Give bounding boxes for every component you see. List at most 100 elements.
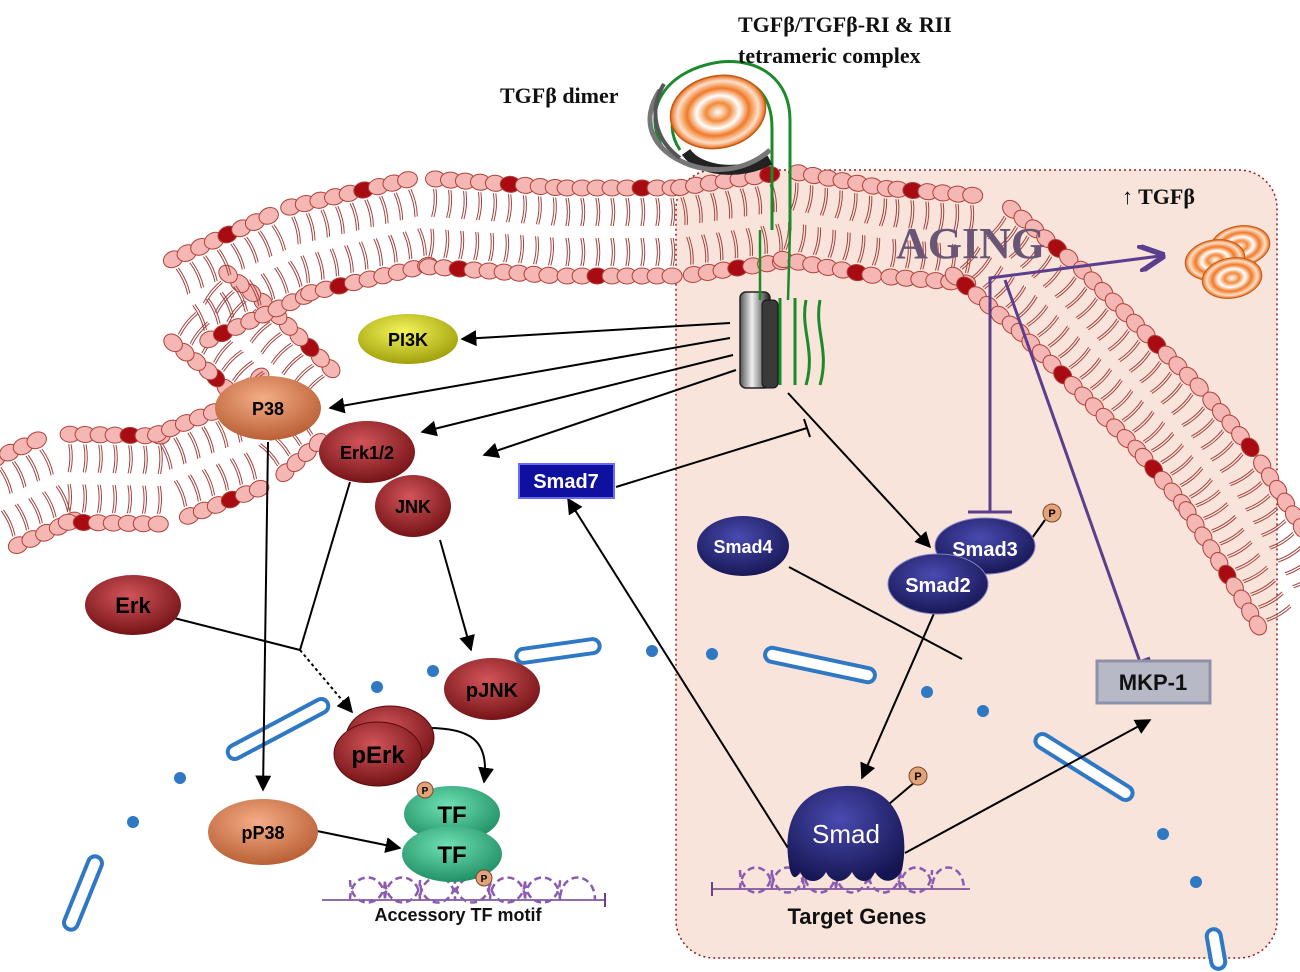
lipid-tail xyxy=(940,202,945,232)
lipid-tail xyxy=(961,247,981,270)
lipid-tail xyxy=(317,251,325,280)
lipid-tail xyxy=(430,228,435,258)
lipid-tail xyxy=(290,260,303,287)
lipid-tail xyxy=(194,304,207,330)
lipid-tail xyxy=(1190,479,1213,499)
vesicle xyxy=(62,854,104,932)
lipid-tail xyxy=(141,485,145,514)
lipid-tail xyxy=(864,195,871,224)
lipid-tail xyxy=(201,427,213,454)
lipid-tail xyxy=(1091,369,1113,391)
lipid-tail xyxy=(358,242,367,270)
lipid-tail xyxy=(1192,419,1215,439)
lipid-tail xyxy=(11,461,25,488)
lipid-tail xyxy=(84,484,87,513)
lipid-tail xyxy=(1220,529,1245,546)
lipid-tail xyxy=(829,230,836,258)
lipid-tail xyxy=(28,498,41,525)
lipid-tail xyxy=(1265,604,1291,620)
lipid-tail xyxy=(1139,361,1160,382)
lipid-tail xyxy=(762,225,768,254)
lipid-tail xyxy=(55,486,69,512)
lipid-tail xyxy=(0,467,13,493)
lipid-tail xyxy=(218,463,230,490)
lipid-tail xyxy=(1160,443,1183,463)
lipid-tail xyxy=(970,205,975,234)
lipid-tail xyxy=(612,237,616,267)
lipid-tail xyxy=(364,199,372,228)
tgfb-receptor-complex xyxy=(647,60,825,389)
lipid-tail xyxy=(1119,341,1141,363)
lipid-tail xyxy=(610,197,613,227)
lipid-tail xyxy=(97,444,101,473)
lipid-tail xyxy=(81,484,85,513)
lipid-tail xyxy=(754,186,760,215)
lipid-tail xyxy=(580,237,583,267)
lipid-tail xyxy=(115,445,118,474)
lipid-tail xyxy=(228,301,247,324)
lipid-head xyxy=(538,266,560,284)
tgfb-up-label: ↑ TGFβ xyxy=(1122,184,1195,209)
lipid-tail xyxy=(85,444,88,473)
lipid-tail xyxy=(1010,236,1030,259)
lipid-tail xyxy=(800,224,807,253)
lipid-tail xyxy=(69,484,73,513)
lipid-tail xyxy=(612,197,616,227)
lipid-tail xyxy=(1070,348,1091,370)
lipid-tail xyxy=(159,443,171,470)
lipid-tail xyxy=(550,197,555,226)
pp38-label: pP38 xyxy=(241,823,284,843)
lipid-tail xyxy=(657,197,661,227)
lipid-tail xyxy=(1228,542,1253,559)
lipid-tail xyxy=(815,227,822,256)
lipid-tail xyxy=(688,236,694,265)
smad7-label: Smad7 xyxy=(533,471,599,493)
lipid-tail xyxy=(219,292,233,319)
lipid-tail xyxy=(473,231,477,261)
lipid-tail xyxy=(308,212,316,241)
lipid-tail xyxy=(232,242,246,269)
lipid-tail xyxy=(114,485,117,514)
lipid-tail xyxy=(640,197,643,227)
lipid-tail xyxy=(1211,515,1236,531)
complex-label-line2: tetrameric complex xyxy=(738,43,921,68)
lipid-tail xyxy=(203,256,216,283)
lipid-tail xyxy=(179,313,199,336)
lipid-tail xyxy=(905,240,909,269)
lipid-tail xyxy=(790,182,797,211)
lipid-tail xyxy=(428,228,432,257)
lipid-tail xyxy=(1171,456,1194,476)
lipid-tail xyxy=(968,205,972,234)
lipid-tail xyxy=(1080,359,1102,380)
lipid-tail xyxy=(352,202,360,231)
lipid-tail xyxy=(538,196,542,225)
lipid-tail xyxy=(490,233,495,262)
lipid-tail xyxy=(366,199,374,227)
lipid-tail xyxy=(792,182,799,211)
erk-node: Erk xyxy=(85,575,181,635)
mkp1-label: MKP-1 xyxy=(1119,670,1187,695)
lipid-tail xyxy=(859,235,866,264)
lipid-tail xyxy=(27,454,41,481)
lipid-tail xyxy=(475,232,480,261)
lipid-head xyxy=(147,515,169,533)
lipid-tail xyxy=(907,240,912,269)
erk-label: Erk xyxy=(115,593,151,618)
lipid-tail xyxy=(213,340,232,363)
lipid-tail xyxy=(718,232,724,261)
lipid-tail xyxy=(1005,285,1025,308)
lipid-tail xyxy=(1237,481,1262,497)
lipid-tail xyxy=(1149,371,1171,393)
lipid-tail xyxy=(1236,555,1261,571)
lipid-tail xyxy=(533,236,537,265)
vesicle-dot xyxy=(127,816,139,828)
lipid-tail xyxy=(1285,567,1300,576)
lipid-tail xyxy=(908,200,912,229)
lipid-tail xyxy=(488,232,492,262)
vesicle xyxy=(1033,732,1135,802)
lipid-tail xyxy=(739,188,745,217)
lipid-tail xyxy=(567,237,571,267)
lipid-tail xyxy=(1079,357,1100,379)
lipid-tail xyxy=(14,460,27,487)
